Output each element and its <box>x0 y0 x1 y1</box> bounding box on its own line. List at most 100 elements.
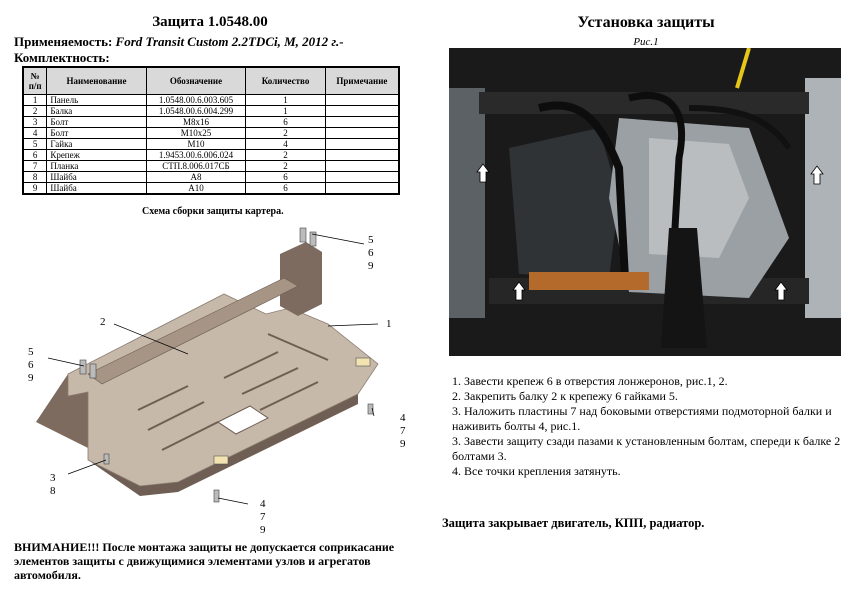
cell-code: М10х25 <box>145 127 247 139</box>
document-title: Защита 1.0548.00 <box>152 14 268 30</box>
cell-note <box>324 127 400 139</box>
installation-photo-drawing <box>449 48 841 356</box>
cell-name: Крепеж <box>46 149 147 161</box>
column-header: Наименование <box>46 66 147 95</box>
callout-panel: 1 <box>386 318 392 330</box>
cell-qty: 6 <box>245 171 326 183</box>
cell-qty: 2 <box>245 160 326 172</box>
cell-name: Балка <box>46 105 147 117</box>
callout-right: 4 7 9 <box>400 412 406 450</box>
warning-text: ВНИМАНИЕ!!! После монтажа защиты не допу… <box>14 540 395 582</box>
cell-code: СТП.8.006.017СБ <box>145 160 247 172</box>
cell-no: 5 <box>22 138 48 150</box>
cell-note <box>324 116 400 128</box>
cell-note <box>324 171 400 183</box>
installation-steps: 1. Завести крепеж 6 в отверстия лонжерон… <box>452 374 842 479</box>
installation-photo <box>449 48 841 356</box>
cell-name: Болт <box>46 116 147 128</box>
cell-qty: 1 <box>245 94 326 106</box>
step-item: 3. Завести защиту сзади пазами к установ… <box>452 434 841 463</box>
panel-ribs <box>137 333 329 451</box>
assembly-drawing <box>36 227 379 505</box>
cell-qty: 2 <box>245 149 326 161</box>
cell-name: Шайба <box>46 182 147 195</box>
arrow-up-icon <box>476 163 490 183</box>
cell-code: 1.0548.00.6.003.605 <box>145 94 247 106</box>
column-header: Количество <box>245 66 326 95</box>
cell-no: 1 <box>22 94 48 106</box>
figure-label: Рис.1 <box>633 36 659 48</box>
cell-no: 6 <box>22 149 48 161</box>
cell-name: Шайба <box>46 171 147 183</box>
cell-code: 1.0548.00.6.004.299 <box>145 105 247 117</box>
cell-note <box>324 94 400 106</box>
step-item: 4. Все точки крепления затянуть. <box>452 464 621 478</box>
column-header: Примечание <box>324 66 400 95</box>
bolts <box>79 227 374 503</box>
applicability-label: Применяемость: <box>14 34 113 49</box>
cell-qty: 1 <box>245 105 326 117</box>
panel-left-side <box>36 374 144 486</box>
cell-name: Планка <box>46 160 147 172</box>
cell-name: Болт <box>46 127 147 139</box>
applicability-line: Применяемость: Ford Transit Custom 2.2TD… <box>14 34 344 50</box>
parts-table: № п/п Наименование Обозначение Количеств… <box>22 66 400 195</box>
cell-code: М8х16 <box>145 116 247 128</box>
cell-qty: 2 <box>245 127 326 139</box>
fastener-plates <box>213 357 371 465</box>
panel-opening <box>217 405 269 435</box>
cell-note <box>324 182 400 195</box>
cell-no: 7 <box>22 160 48 172</box>
cell-no: 3 <box>22 116 48 128</box>
cell-no: 8 <box>22 171 48 183</box>
installation-title: Установка защиты <box>577 14 715 31</box>
column-header: № п/п <box>22 66 48 95</box>
cell-qty: 6 <box>245 182 326 195</box>
cell-code: М10 <box>145 138 247 150</box>
step-item: 3. Наложить пластины 7 над боковыми отве… <box>452 404 832 433</box>
kit-label: Комплектность: <box>14 50 110 65</box>
cell-qty: 6 <box>245 116 326 128</box>
parts-table-header: № п/п Наименование Обозначение Количеств… <box>22 66 400 95</box>
beam-bar <box>87 277 299 385</box>
cell-note <box>324 138 400 150</box>
beam-right-bracket <box>280 242 322 316</box>
step-item: 1. Завести крепеж 6 в отверстия лонжерон… <box>452 374 728 388</box>
cell-no: 4 <box>22 127 48 139</box>
applicability-value: Ford Transit Custom 2.2TDCi, M, 2012 г.- <box>115 34 344 49</box>
leader-lines <box>47 233 379 505</box>
coverage-note: Защита закрывает двигатель, КПП, радиато… <box>442 516 705 530</box>
cell-code: 1.9453.00.6.006.024 <box>145 149 247 161</box>
cell-code: А8 <box>145 171 247 183</box>
cell-qty: 4 <box>245 138 326 150</box>
cell-name: Гайка <box>46 138 147 150</box>
cell-note <box>324 149 400 161</box>
step-item: 2. Закрепить балку 2 к крепежу 6 гайками… <box>452 389 678 403</box>
arrow-up-icon <box>774 281 788 301</box>
cell-no: 9 <box>22 182 48 195</box>
arrow-up-icon <box>512 281 526 301</box>
column-header: Обозначение <box>145 66 247 95</box>
cell-note <box>324 105 400 117</box>
callout-beam: 2 <box>100 316 106 328</box>
assembly-caption: Схема сборки защиты картера. <box>142 206 284 217</box>
cell-code: А10 <box>145 182 247 195</box>
callout-left: 5 6 9 <box>28 346 34 384</box>
cell-no: 2 <box>22 105 48 117</box>
arrow-up-icon <box>810 165 824 185</box>
panel-top-surface <box>67 293 379 487</box>
cell-name: Панель <box>46 94 147 106</box>
callout-bottom-left: 3 8 <box>50 472 56 497</box>
callout-top-right: 5 6 9 <box>368 234 374 272</box>
cell-note <box>324 160 400 172</box>
callout-bottom: 4 7 9 <box>260 498 266 536</box>
